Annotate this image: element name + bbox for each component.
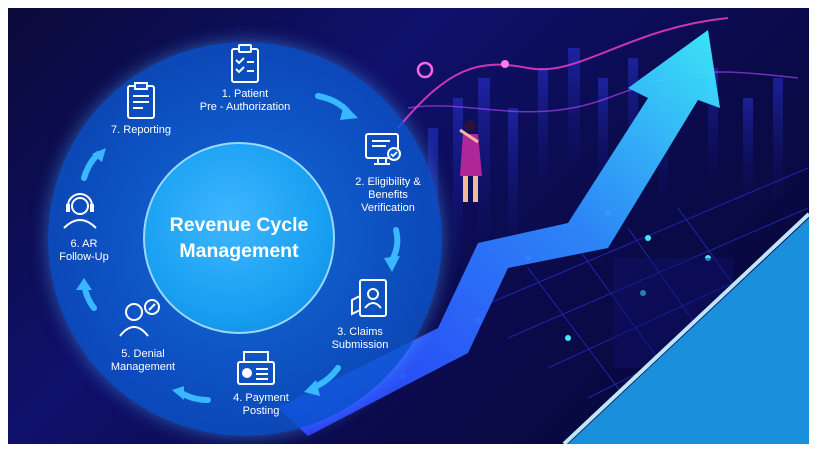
step-6-label: 6. AR Follow-Up [59,238,109,263]
background-scene [278,17,809,444]
arrow-step2-to-3 [389,227,401,263]
illustration-canvas: Revenue Cycle Management 1. Patient Pre … [8,8,809,444]
cycle-arrows [76,93,401,403]
arrow-step4-to-5 [177,389,211,403]
woman-figure-illustration [459,120,482,202]
step-5-label: 5. Denial Management [110,348,176,373]
cash-register-icon [237,351,275,385]
clipboard-checklist-icon [231,44,259,83]
circuit-board [477,167,809,429]
person-speech-bubble-icon [119,299,160,337]
arrow-step6-to-7 [81,151,101,181]
report-document-icon [127,82,155,119]
id-card-document-icon [351,279,387,317]
step-7-label: 7. Reporting [111,124,171,136]
headset-agent-icon [63,193,97,229]
computer-monitor-icon [365,133,401,165]
step-3-label: 3. Claims Submission [331,326,389,351]
step-1-label: 1. Patient Pre - Authorization [199,88,291,113]
center-circle: Revenue Cycle Management [143,142,335,334]
center-title: Revenue Cycle Management [169,214,309,262]
corner-accent-triangle [568,218,809,444]
step-2-label: 2. Eligibility & Benefits Verification [355,176,421,214]
step-4-label: 4. Payment Posting [233,392,289,417]
